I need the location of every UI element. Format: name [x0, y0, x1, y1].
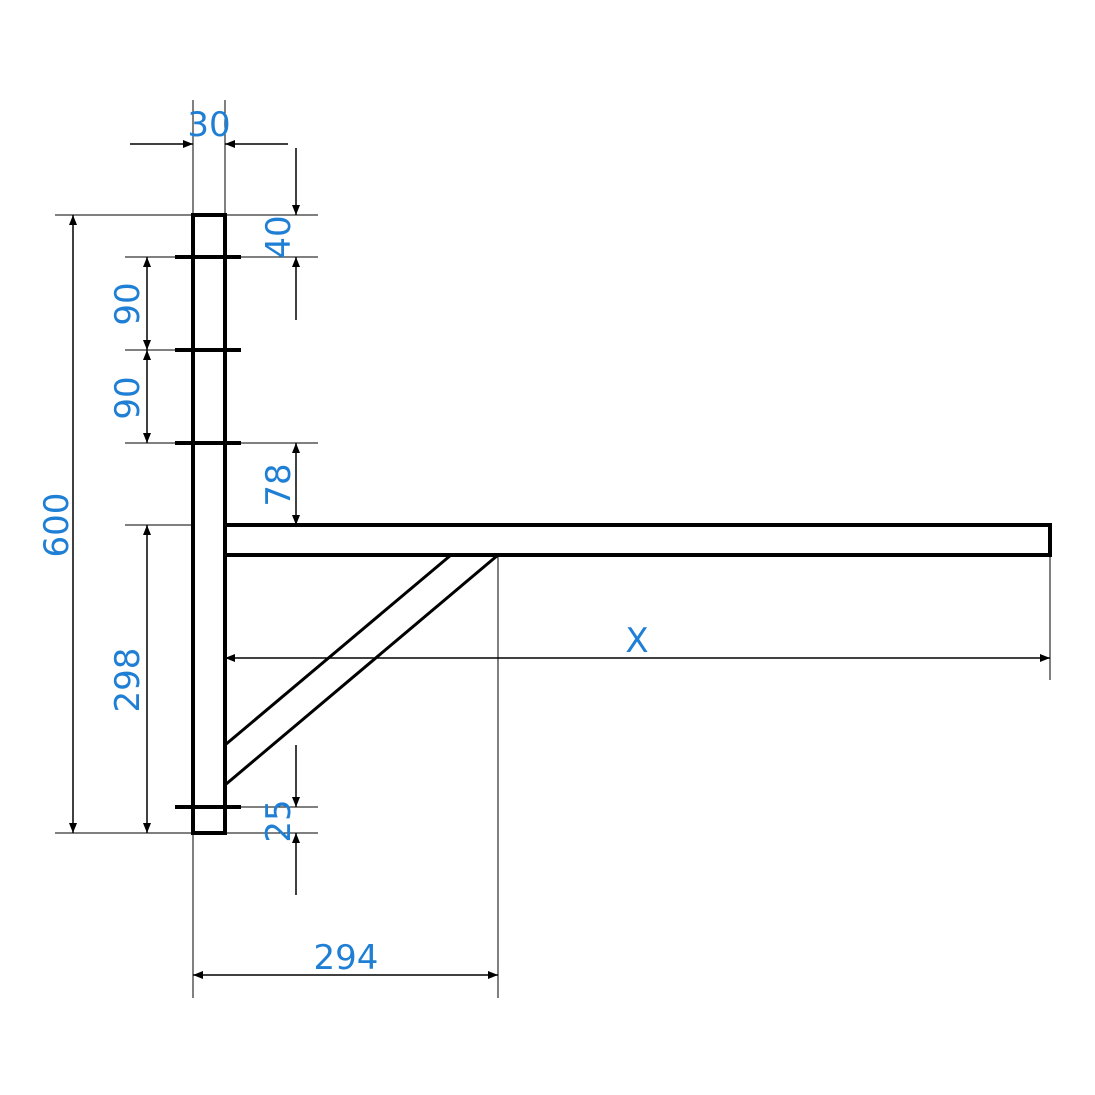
diagonal-brace-upper	[224, 553, 452, 747]
dim-arm-offset: 78	[259, 463, 299, 506]
horizontal-arm	[223, 523, 1052, 557]
dim-top-offset: 40	[259, 215, 299, 258]
dim-arm-length: X	[625, 621, 648, 661]
vertical-post	[191, 213, 227, 835]
dim-bottom-offset: 25	[259, 799, 299, 842]
dim-total-height: 600	[37, 493, 77, 558]
dimension-lines	[69, 140, 1050, 979]
dim-spacing-1: 90	[108, 282, 148, 325]
dim-post-width: 30	[187, 105, 230, 145]
diagonal-brace-lower	[224, 553, 499, 787]
bracket	[175, 213, 1052, 835]
dim-lower-height: 298	[108, 648, 148, 713]
dimension-labels: 30 40 90 90 78 600 298 25 294 X	[37, 105, 649, 978]
dim-spacing-2: 90	[108, 376, 148, 419]
dim-brace-reach: 294	[314, 938, 379, 978]
